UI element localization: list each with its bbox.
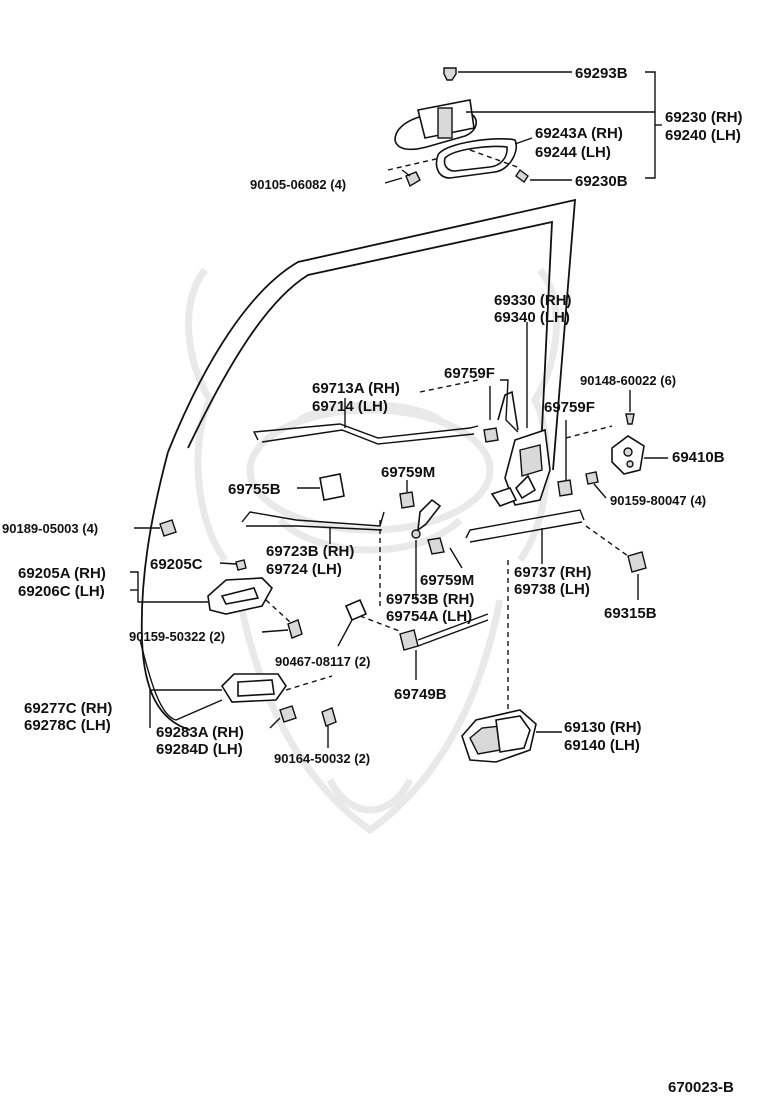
label-69283a-rh: 69283A (RH) <box>156 724 244 741</box>
rod-69737 <box>465 509 585 564</box>
label-69205c: 69205C <box>150 556 203 573</box>
label-69738-lh: 69738 (LH) <box>514 581 590 598</box>
clip-69293b <box>443 67 457 81</box>
clip-69759m-a <box>399 480 415 509</box>
label-69330-rh: 69330 (RH) <box>494 292 572 309</box>
screw-90159-50322 <box>261 599 303 639</box>
link-69753b <box>379 498 442 610</box>
clip-69759f-b <box>557 420 573 497</box>
label-69755b: 69755B <box>228 481 281 498</box>
label-69340-lh: 69340 (LH) <box>494 309 570 326</box>
label-69759f-b: 69759F <box>544 399 595 416</box>
label-69240-lh: 69240 (LH) <box>665 127 741 144</box>
label-69243a-rh: 69243A (RH) <box>535 125 623 142</box>
outside-handle-assembly <box>394 67 529 188</box>
label-69140-lh: 69140 (LH) <box>564 737 640 754</box>
clip-69759m-b <box>427 537 463 569</box>
pad-69755b <box>297 473 345 501</box>
label-69754a-lh: 69754A (LH) <box>386 608 472 625</box>
label-69737-rh: 69737 (RH) <box>514 564 592 581</box>
callout-labels: 69293B 69230 (RH) 69240 (LH) 69243A (RH)… <box>2 65 743 766</box>
label-90159-80047: 90159-80047 (4) <box>610 493 706 508</box>
label-69230b: 69230B <box>575 173 628 190</box>
label-69759f-a: 69759F <box>444 365 495 382</box>
label-90189: 90189-05003 (4) <box>2 521 98 536</box>
label-69293b: 69293B <box>575 65 628 82</box>
label-69713a-rh: 69713A (RH) <box>312 380 400 397</box>
clip-69749b <box>399 613 489 680</box>
label-69315b: 69315B <box>604 605 657 622</box>
outside-handle-bracket <box>437 107 453 139</box>
label-90148: 90148-60022 (6) <box>580 373 676 388</box>
bolt-69230b <box>515 168 529 184</box>
label-69244-lh: 69244 (LH) <box>535 144 611 161</box>
label-69749b: 69749B <box>394 686 447 703</box>
label-69759m-a: 69759M <box>381 464 435 481</box>
clip-69315b <box>585 525 647 600</box>
striker-69410b <box>565 425 668 475</box>
label-69277c-rh: 69277C (RH) <box>24 700 112 717</box>
label-69278c-lh: 69278C (LH) <box>24 717 111 734</box>
label-69410b: 69410B <box>672 449 725 466</box>
clip-69759f-a <box>483 427 499 443</box>
screw-90164 <box>321 707 337 748</box>
retainer-90467 <box>337 598 403 647</box>
leaders-top <box>384 71 662 184</box>
bezel-69277c <box>139 639 333 728</box>
label-90467: 90467-08117 (2) <box>275 654 370 669</box>
label-69724-lh: 69724 (LH) <box>266 561 342 578</box>
label-90105: 90105-06082 (4) <box>250 177 346 192</box>
label-69284d-lh: 69284D (LH) <box>156 741 243 758</box>
door-frame <box>140 198 576 731</box>
label-69230-rh: 69230 (RH) <box>665 109 743 126</box>
screw-69205c <box>235 559 247 571</box>
door-lock-assembly <box>490 322 551 507</box>
label-69205a-rh: 69205A (RH) <box>18 565 106 582</box>
label-69759m-b: 69759M <box>420 572 474 589</box>
label-69753b-rh: 69753B (RH) <box>386 591 474 608</box>
rod-69759f-a <box>483 379 519 443</box>
rod-69713a <box>252 379 479 445</box>
label-69130-rh: 69130 (RH) <box>564 719 642 736</box>
diagram-code: 670023-B <box>668 1079 734 1096</box>
label-69714-lh: 69714 (LH) <box>312 398 388 415</box>
cap-69283a <box>269 705 297 729</box>
label-90164: 90164-50032 (2) <box>274 751 370 766</box>
label-69206c-lh: 69206C (LH) <box>18 583 105 600</box>
lock-cylinder-69130 <box>461 560 562 763</box>
label-69723b-rh: 69723B (RH) <box>266 543 354 560</box>
label-90159-50322: 90159-50322 (2) <box>129 629 225 644</box>
rod-69723b <box>241 511 385 544</box>
inside-handle-69205a <box>130 559 273 615</box>
screw-90159-80047 <box>585 471 607 499</box>
bolt-90148 <box>625 390 635 425</box>
clip-90189 <box>134 519 177 537</box>
